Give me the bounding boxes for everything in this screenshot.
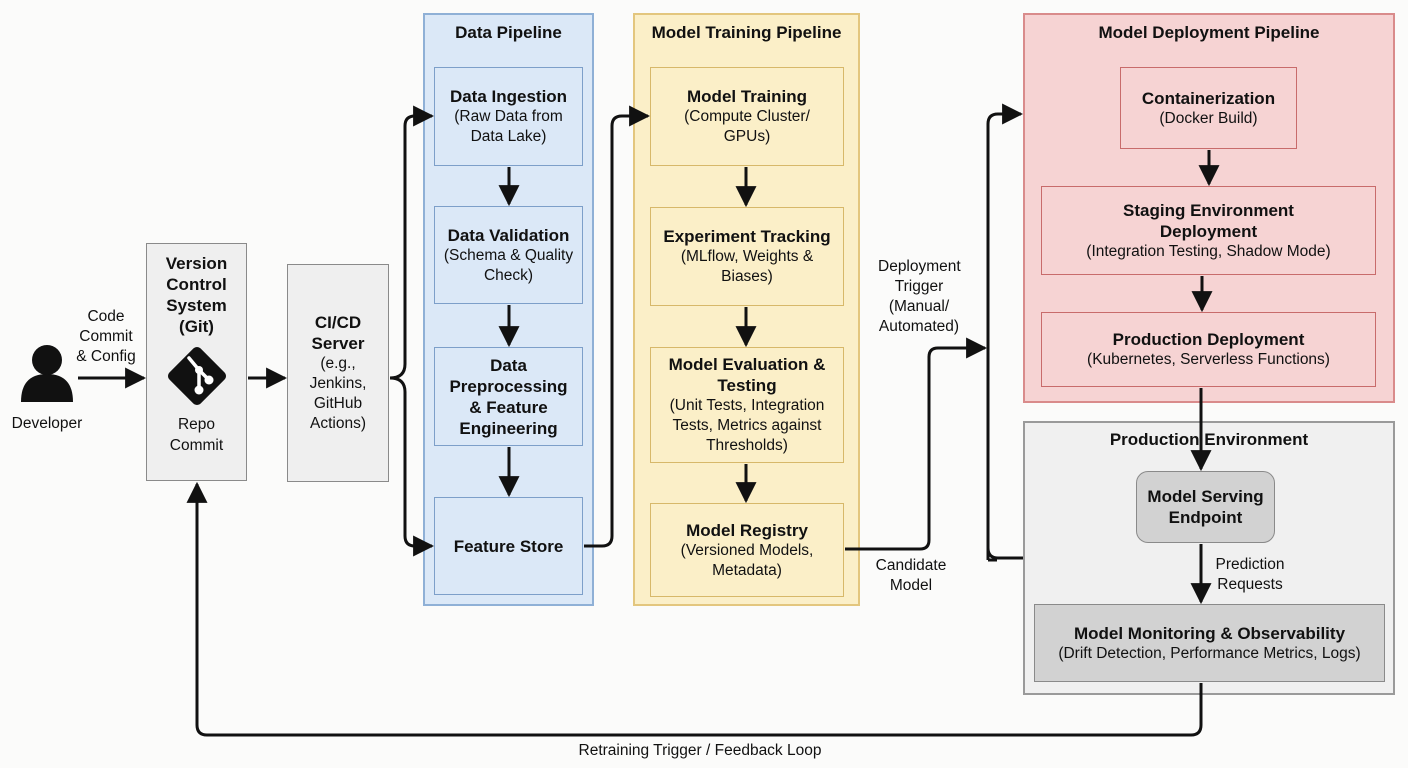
node-title: Data Preprocessing & Feature Engineering bbox=[449, 355, 568, 438]
node-sub: (MLflow, Weights & Biases) bbox=[680, 248, 814, 285]
node-title: Model Serving Endpoint bbox=[1147, 487, 1264, 527]
vcs-title: Version Control System (Git) bbox=[165, 254, 228, 336]
containerization-node[interactable]: Containerization (Docker Build) bbox=[1120, 67, 1297, 149]
data-ingestion-node[interactable]: Data Ingestion (Raw Data from Data Lake) bbox=[434, 67, 583, 166]
node-title: Containerization bbox=[1141, 88, 1276, 108]
vcs-node[interactable]: Version Control System (Git) Repo Commit bbox=[146, 243, 247, 481]
training-pipeline-title: Model Training Pipeline bbox=[651, 23, 842, 42]
retraining-label: Retraining Trigger / Feedback Loop bbox=[578, 742, 822, 759]
node-title: Data Validation bbox=[447, 225, 570, 245]
developer-actor: Developer bbox=[4, 338, 90, 438]
node-sub: (Integration Testing, Shadow Mode) bbox=[1086, 242, 1331, 260]
feature-store-node[interactable]: Feature Store bbox=[434, 497, 583, 595]
model-serving-node[interactable]: Model Serving Endpoint bbox=[1136, 471, 1275, 543]
node-title: Production Deployment bbox=[1112, 330, 1305, 349]
model-evaluation-node[interactable]: Model Evaluation & Testing (Unit Tests, … bbox=[650, 347, 844, 463]
data-pipeline-title: Data Pipeline bbox=[455, 23, 562, 42]
prediction-requests-label: Prediction Requests bbox=[1215, 556, 1285, 593]
node-sub: (Compute Cluster/ GPUs) bbox=[684, 108, 810, 145]
model-monitoring-node[interactable]: Model Monitoring & Observability (Drift … bbox=[1034, 604, 1385, 682]
node-sub: (Drift Detection, Performance Metrics, L… bbox=[1058, 644, 1361, 662]
git-icon bbox=[167, 346, 227, 406]
cicd-node[interactable]: CI/CD Server (e.g., Jenkins, GitHub Acti… bbox=[287, 264, 389, 482]
candidate-model-label: Candidate Model bbox=[875, 557, 947, 594]
node-title: Model Monitoring & Observability bbox=[1073, 623, 1346, 643]
node-title: Data Ingestion bbox=[449, 87, 568, 106]
node-title: Experiment Tracking bbox=[663, 227, 831, 246]
node-title: Feature Store bbox=[453, 536, 564, 556]
data-validation-node[interactable]: Data Validation (Schema & Quality Check) bbox=[434, 206, 583, 304]
arrow-registry-to-trigger bbox=[845, 337, 988, 551]
model-training-node[interactable]: Model Training (Compute Cluster/ GPUs) bbox=[650, 67, 844, 166]
user-icon bbox=[21, 345, 73, 402]
node-sub: (Raw Data from Data Lake) bbox=[454, 108, 563, 145]
node-sub: (Unit Tests, Integration Tests, Metrics … bbox=[669, 397, 825, 454]
production-deployment-node[interactable]: Production Deployment (Kubernetes, Serve… bbox=[1041, 312, 1376, 387]
node-sub: (Schema & Quality Check) bbox=[443, 246, 574, 284]
cicd-title: CI/CD Server bbox=[311, 313, 365, 353]
deployment-pipeline-title: Model Deployment Pipeline bbox=[1098, 23, 1320, 42]
node-sub: (Kubernetes, Serverless Functions) bbox=[1087, 351, 1330, 368]
node-title: Model Training bbox=[687, 87, 807, 106]
arrow-trigger-to-deployment bbox=[986, 114, 1021, 562]
vcs-sub: Repo Commit bbox=[169, 416, 224, 454]
node-title: Model Registry bbox=[686, 520, 808, 540]
data-preprocessing-node[interactable]: Data Preprocessing & Feature Engineering bbox=[434, 347, 583, 446]
experiment-tracking-node[interactable]: Experiment Tracking (MLflow, Weights & B… bbox=[650, 207, 844, 306]
node-sub: (Docker Build) bbox=[1159, 109, 1258, 127]
node-sub: (Versioned Models, Metadata) bbox=[680, 541, 814, 579]
deployment-trigger-label: Deployment Trigger (Manual/ Automated) bbox=[878, 258, 961, 335]
cicd-sub: (e.g., Jenkins, GitHub Actions) bbox=[309, 355, 367, 432]
code-commit-label: Code Commit & Config bbox=[76, 308, 136, 365]
model-registry-node[interactable]: Model Registry (Versioned Models, Metada… bbox=[650, 503, 844, 597]
production-env-title: Production Environment bbox=[1109, 430, 1309, 449]
line-prodenv-to-trigger bbox=[986, 547, 1023, 560]
developer-label: Developer bbox=[11, 415, 83, 432]
staging-deployment-node[interactable]: Staging Environment Deployment (Integrat… bbox=[1041, 186, 1376, 275]
node-title: Model Evaluation & Testing bbox=[668, 355, 826, 395]
node-title: Staging Environment Deployment bbox=[1123, 200, 1294, 241]
